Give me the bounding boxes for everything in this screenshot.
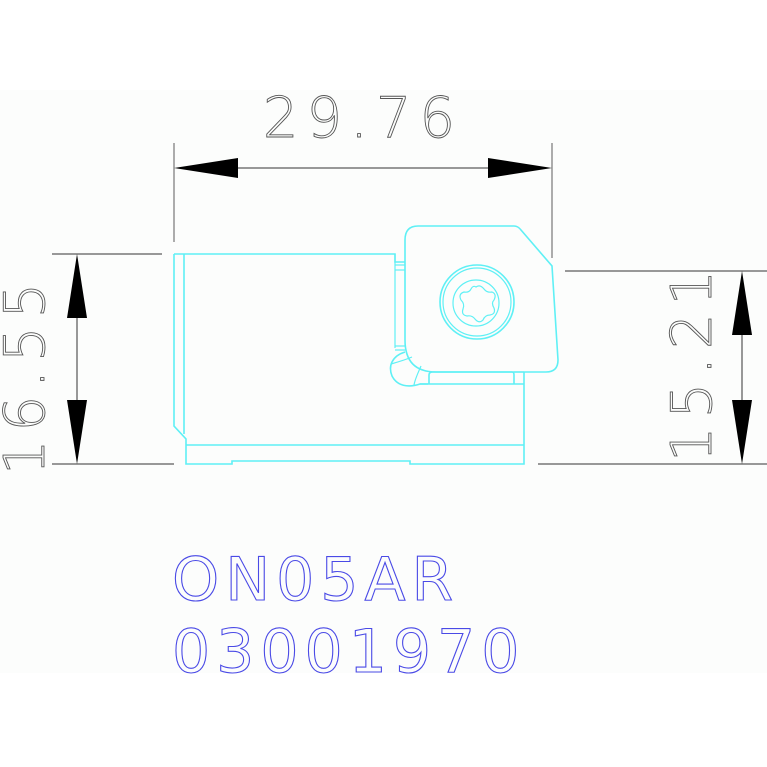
screw-head-outer xyxy=(439,264,515,340)
width-dimension-value: 29.76 xyxy=(263,86,463,151)
width-dimension: 29.76 xyxy=(173,86,553,258)
arrowhead-down-icon xyxy=(732,400,752,464)
arrowhead-right-icon xyxy=(488,158,552,178)
cutting-insert xyxy=(404,225,559,373)
torx-socket xyxy=(459,285,496,323)
arrowhead-up-icon xyxy=(732,271,752,335)
screw-socket-ring xyxy=(452,279,500,327)
insert-outline xyxy=(404,225,559,373)
relief-line-1 xyxy=(390,356,413,365)
arrowhead-up-icon xyxy=(67,254,87,318)
insert-seat xyxy=(428,371,515,384)
relief-radius xyxy=(389,351,428,387)
arrowhead-left-icon xyxy=(174,158,238,178)
left-height-dimension-value: 16.55 xyxy=(0,275,58,475)
right-height-dimension: 15.21 xyxy=(538,261,767,465)
part-number-label: 03001970 xyxy=(172,617,525,687)
cartridge-body xyxy=(173,253,525,465)
relief-line-2 xyxy=(413,365,422,386)
arrowhead-down-icon xyxy=(67,400,87,464)
torx-screw-icon xyxy=(439,264,515,340)
body-top-edge xyxy=(174,253,405,263)
right-height-dimension-value: 15.21 xyxy=(660,262,725,462)
screw-head-inner xyxy=(442,267,512,337)
left-height-dimension: 16.55 xyxy=(0,253,174,476)
drawing-background-band xyxy=(0,90,767,673)
model-label: ON05AR xyxy=(172,545,459,615)
body-outline xyxy=(173,254,525,465)
